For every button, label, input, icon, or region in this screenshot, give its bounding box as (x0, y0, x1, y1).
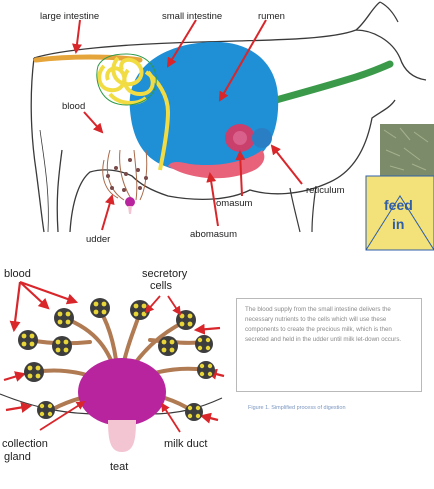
rumen (130, 42, 279, 173)
teat (108, 420, 136, 452)
udder-cells (106, 158, 148, 192)
label-reticulum: reticulum (306, 185, 345, 196)
cell (18, 330, 38, 350)
esophagus (262, 64, 390, 104)
cell (197, 361, 215, 379)
cell (24, 362, 44, 382)
cell (90, 298, 110, 318)
label-omasum: omasum (216, 198, 253, 209)
label-large-intestine: large intestine (40, 11, 99, 22)
cow-ear (380, 2, 398, 22)
label-small-intestine: small intestine (162, 11, 222, 22)
omasum-inner (233, 131, 247, 145)
cell (195, 335, 213, 353)
label-rumen: rumen (258, 11, 285, 22)
label-secretory: secretory (142, 268, 188, 280)
cell (158, 336, 178, 356)
label-abomasum: abomasum (190, 229, 237, 240)
udder-gland (125, 197, 135, 207)
label-teat: teat (110, 461, 128, 473)
figure-caption: Figure 1. Simplified process of digestio… (248, 405, 418, 411)
label-udder: udder (86, 234, 110, 245)
cell (37, 401, 55, 419)
label-blood-top: blood (62, 101, 85, 112)
collection-gland (78, 358, 166, 426)
label-blood-bottom: blood (4, 268, 31, 280)
udder-teat (128, 206, 132, 214)
cow-diagram: large intestine small intestine rumen bl… (31, 2, 434, 250)
cell (185, 403, 203, 421)
cell (52, 336, 72, 356)
reticulum (252, 128, 272, 148)
label-in: in (392, 216, 404, 232)
label-gland: gland (4, 451, 31, 463)
label-feed: feed (384, 197, 413, 213)
label-cells: cells (150, 280, 173, 292)
label-collection: collection (2, 438, 48, 450)
mammary-diagram: blood secretory cells collection gland m… (0, 268, 224, 473)
feed-in-box (366, 176, 434, 250)
cell (54, 308, 74, 328)
caption-box: The blood supply from the small intestin… (236, 298, 422, 392)
caption-text: The blood supply from the small intestin… (245, 306, 401, 343)
label-milk-duct: milk duct (164, 438, 207, 450)
